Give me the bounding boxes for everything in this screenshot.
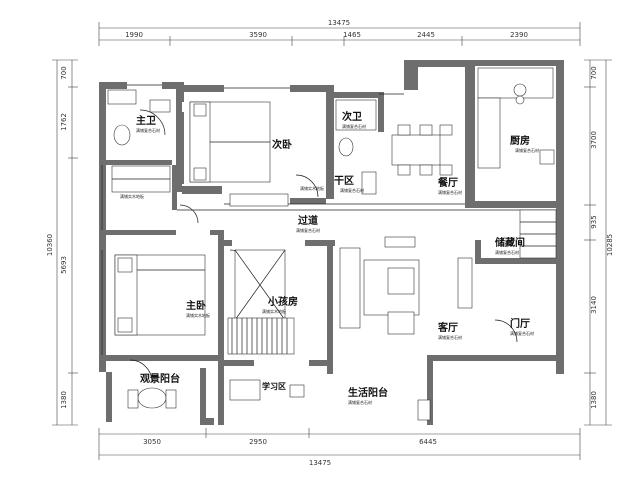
note-kitchen: 满铺复合石材	[515, 147, 539, 153]
room-dining: 餐厅	[437, 176, 458, 189]
room-living: 客厅	[437, 321, 458, 334]
interior-lines	[101, 84, 556, 383]
note-master-bedroom: 满铺实木地板	[186, 312, 210, 318]
right-dim-2: 3700	[590, 131, 598, 149]
top-dim-1: 1990	[125, 31, 143, 39]
bottom-dim-3: 6445	[419, 438, 437, 446]
left-dim-1: 700	[60, 66, 68, 79]
note-dry-area: 满铺复合石材	[340, 187, 364, 193]
note-living: 满铺复合石材	[438, 334, 462, 340]
right-dim-3: 935	[590, 215, 598, 228]
room-corridor: 过道	[298, 214, 318, 227]
right-dim-5: 1380	[590, 391, 598, 409]
top-dimensions: 13475 1990 3590 1465 2445 2390	[98, 19, 581, 46]
top-dim-2: 3590	[249, 31, 267, 39]
left-dimensions: 700 1762 5693 1380 10360	[46, 59, 78, 426]
note-utility-balcony: 满铺复合石材	[348, 399, 372, 405]
room-view-balcony: 观景阳台	[140, 372, 180, 385]
top-dim-4: 2445	[417, 31, 435, 39]
top-total-dim: 13475	[328, 19, 350, 27]
room-dry-area: 干区	[334, 175, 354, 187]
bottom-dimensions: 3050 2950 6445 13475	[98, 428, 581, 467]
left-dim-2: 1762	[60, 113, 68, 131]
room-study: 学习区	[262, 381, 286, 391]
note-kids: 满铺实木地板	[262, 308, 286, 314]
right-dim-4: 3140	[590, 296, 598, 314]
left-dim-3: 5693	[60, 256, 68, 274]
left-dim-4: 1380	[60, 391, 68, 409]
room-storage: 储藏间	[494, 236, 525, 249]
note-corridor: 满铺复合石材	[296, 227, 320, 233]
bottom-total-dim: 13475	[309, 459, 331, 467]
room-kids: 小孩房	[267, 295, 298, 308]
room-second-bedroom: 次卧	[272, 138, 292, 151]
note-master-bath: 满铺复合石材	[136, 127, 160, 133]
note-second-bath: 满铺复合石材	[342, 123, 366, 129]
room-second-bath: 次卫	[342, 110, 362, 123]
right-dim-1: 700	[590, 66, 598, 79]
bottom-dim-1: 3050	[143, 438, 161, 446]
room-master-bedroom: 主卧	[186, 299, 206, 312]
room-master-bath: 主卫	[136, 114, 156, 127]
room-labels: 主卫 次卫 次卧 干区 餐厅 厨房 过道 储藏间 主卧 小孩房 客厅 门厅 观景…	[136, 110, 530, 399]
room-utility-balcony: 生活阳台	[348, 386, 388, 399]
stripes	[231, 318, 288, 354]
material-notes: 满铺复合石材 满铺复合石材 满铺复合石材 满铺复合石材 满铺复合石材 满铺复合石…	[120, 123, 539, 405]
note-second-closet: 满铺实木地板	[300, 185, 324, 191]
right-dimensions: 700 3700 935 3140 1380 10285	[584, 59, 614, 426]
bottom-dim-2: 2950	[249, 438, 267, 446]
note-master-closet: 满铺实木地板	[120, 193, 144, 199]
right-total-dim: 10285	[606, 234, 614, 256]
note-storage: 满铺复合石材	[495, 249, 519, 255]
top-dim-3: 1465	[343, 31, 361, 39]
room-foyer: 门厅	[510, 317, 530, 330]
top-dim-5: 2390	[510, 31, 528, 39]
note-foyer: 满铺复合石材	[510, 330, 534, 336]
walls	[99, 60, 564, 425]
room-kitchen: 厨房	[510, 134, 530, 147]
note-dining: 满铺复合石材	[438, 189, 462, 195]
furniture	[107, 67, 557, 421]
left-total-dim: 10360	[46, 234, 54, 256]
